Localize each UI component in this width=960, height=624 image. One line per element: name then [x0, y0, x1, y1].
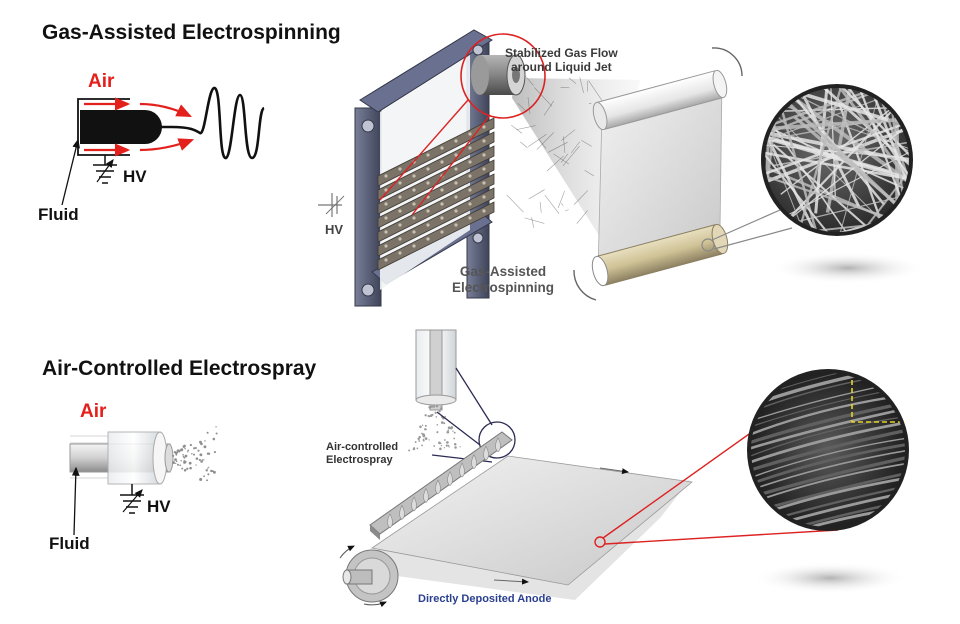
hv-label-bottom: HV [147, 497, 171, 516]
gas-nozzle [471, 54, 526, 96]
section-title-air-controlled: Air-Controlled Electrospray [42, 357, 317, 380]
anode-caption: Directly Deposited Anode [418, 593, 552, 605]
needle-body [80, 110, 162, 144]
collector-rollers [573, 47, 743, 301]
shadow-bottom [752, 562, 908, 594]
section-title-gas-assisted: Gas-Assisted Electrospinning [42, 21, 341, 44]
air-controlled-callout: Air-controlled Electrospray [326, 441, 398, 467]
gas-assisted-schematic [61, 86, 266, 206]
gas-flow-callout-line2: around Liquid Jet [511, 60, 612, 74]
air-label-bottom: Air [80, 401, 107, 422]
air-controlled-callout-line2: Electrospray [326, 454, 393, 466]
gas-assisted-caption-line1: Gas-Assisted [459, 264, 547, 279]
gas-assisted-caption: Gas-Assisted Electrospinning [452, 264, 554, 296]
hv-label-frame: HV [325, 222, 344, 237]
shadow-top [770, 252, 926, 284]
spray-bar [369, 431, 513, 540]
fluid-label-top: Fluid [38, 205, 79, 224]
anode-roll [339, 545, 399, 608]
sem-layer-micrograph [747, 369, 909, 531]
air-controlled-callout-line1: Air-controlled [326, 441, 399, 453]
air-label-top: Air [88, 71, 115, 92]
vertical-nozzle [408, 329, 461, 452]
fiber-jet [171, 86, 266, 160]
air-controlled-schematic [69, 426, 218, 536]
callout-circle-top [460, 33, 546, 119]
fluid-label-bottom: Fluid [49, 534, 90, 553]
hv-symbol-top [318, 193, 345, 217]
gas-flow-callout-line1: Stabilized Gas Flow [505, 46, 618, 60]
gas-assisted-caption-line2: Electrospinning [452, 280, 555, 295]
gas-flow-callout: Stabilized Gas Flow around Liquid Jet [505, 46, 618, 74]
substrate-sheet [352, 455, 693, 600]
hv-label-top-schematic: HV [123, 167, 147, 186]
